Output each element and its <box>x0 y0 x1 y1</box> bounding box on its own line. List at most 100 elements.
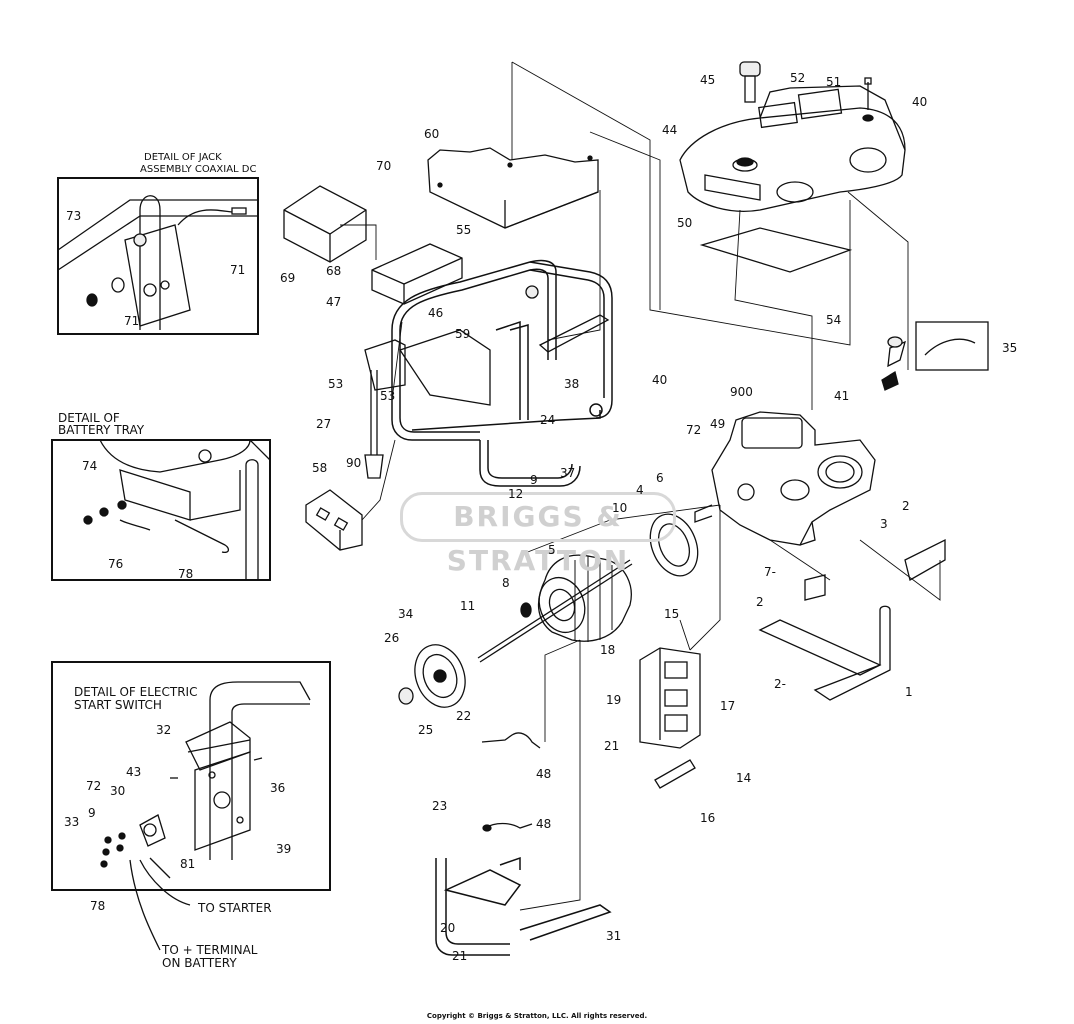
wheel-kit <box>435 856 612 956</box>
control-panel-plate <box>427 147 599 229</box>
battery-tray-detail-art <box>83 439 271 580</box>
fuel-tank <box>679 85 906 212</box>
part-label-25: 25 <box>418 723 434 737</box>
part-label-22: 22 <box>456 709 472 723</box>
part-label-18: 18 <box>600 643 616 657</box>
part-label-58: 58 <box>312 461 328 475</box>
part-label-26: 26 <box>384 631 400 645</box>
part-label-14: 14 <box>736 771 752 785</box>
part-label-78-battery: 78 <box>178 567 194 581</box>
part-label-2-a: 2 <box>902 499 910 513</box>
part-label-switch-30: 30 <box>110 784 126 798</box>
part-label-90: 90 <box>346 456 362 470</box>
watermark: BRIGGS & STRATTON <box>400 492 676 577</box>
part-label-48-a: 48 <box>536 767 552 781</box>
part-label-49: 49 <box>710 417 726 431</box>
washer <box>520 602 532 618</box>
frame <box>391 259 613 487</box>
part-label-37: 37 <box>560 466 576 480</box>
part-label-27: 27 <box>316 417 332 431</box>
jack-detail-art <box>57 195 258 330</box>
part-label-52: 52 <box>790 71 806 85</box>
bus-bar <box>364 370 384 479</box>
part-label-74: 74 <box>82 459 98 473</box>
part-label-switch-33: 33 <box>64 815 80 829</box>
part-label-3: 3 <box>880 517 888 531</box>
part-label-23: 23 <box>432 799 448 813</box>
terminal-note: TO + TERMINAL <box>162 943 258 957</box>
part-label-21-b: 21 <box>452 949 468 963</box>
part-label-20: 20 <box>440 921 456 935</box>
part-label-44: 44 <box>662 123 678 137</box>
battery-detail-title: DETAIL OF <box>58 411 120 425</box>
battery-tray-detail-box <box>51 439 271 581</box>
part-label-71-a: 71 <box>230 263 246 277</box>
fuel-tank-pad <box>699 227 853 273</box>
switch-detail-title: DETAIL OF ELECTRIC <box>74 685 198 699</box>
part-label-1: 1 <box>905 685 913 699</box>
part-label-5: 5 <box>548 543 556 557</box>
part-label-38: 38 <box>564 377 580 391</box>
part-label-72: 72 <box>686 423 702 437</box>
outlet-panel <box>305 489 363 551</box>
part-label-4: 4 <box>636 483 644 497</box>
part-label-9: 9 <box>530 473 538 487</box>
part-label-50: 50 <box>677 216 693 230</box>
part-label-2-b: 2 <box>756 595 764 609</box>
part-label-68: 68 <box>326 264 342 278</box>
part-label-24: 24 <box>540 413 556 427</box>
part-label-10: 10 <box>612 501 628 515</box>
muffler-bracket <box>654 759 696 789</box>
to-starter-note: TO STARTER <box>198 901 272 915</box>
part-label-31: 31 <box>606 929 622 943</box>
part-label-11: 11 <box>460 599 476 613</box>
part-label-40-top: 40 <box>912 95 928 109</box>
jack-detail-title: DETAIL OF JACK <box>144 152 222 163</box>
part-label-41: 41 <box>834 389 850 403</box>
part-label-47: 47 <box>326 295 342 309</box>
part-label-40-frame: 40 <box>652 373 668 387</box>
part-label-59: 59 <box>455 327 471 341</box>
part-label-55: 55 <box>456 223 472 237</box>
part-label-900: 900 <box>730 385 753 399</box>
part-label-17: 17 <box>720 699 736 713</box>
jack-detail-subtitle: ASSEMBLY COAXIAL DC <box>140 164 257 175</box>
part-label-switch-72: 72 <box>86 779 102 793</box>
part-label-6: 6 <box>656 471 664 485</box>
part-label-switch-78: 78 <box>90 899 106 913</box>
battery <box>283 185 367 263</box>
part-label-12: 12 <box>508 487 524 501</box>
end-cover <box>414 644 466 708</box>
tank-bolt <box>862 77 874 122</box>
muffler <box>639 647 701 749</box>
part-label-73: 73 <box>66 209 82 223</box>
battery-detail-subtitle: BATTERY TRAY <box>58 423 145 437</box>
part-label-15: 15 <box>664 607 680 621</box>
part-label-21-a: 21 <box>604 739 620 753</box>
part-label-19: 19 <box>606 693 622 707</box>
part-label-69: 69 <box>280 271 296 285</box>
switch-detail-subtitle: START SWITCH <box>74 698 162 712</box>
part-label-34: 34 <box>398 607 414 621</box>
part-label-16: 16 <box>700 811 716 825</box>
fuel-cap <box>739 61 761 103</box>
fuel-line-detail-box <box>915 321 989 371</box>
part-label-switch-32: 32 <box>156 723 172 737</box>
part-label-switch-39: 39 <box>276 842 292 856</box>
part-label-switch-81: 81 <box>180 857 196 871</box>
part-label-35: 35 <box>1002 341 1018 355</box>
jack-detail-box <box>57 177 259 335</box>
part-label-switch-36: 36 <box>270 781 286 795</box>
engine <box>694 411 876 546</box>
terminal-note-2: ON BATTERY <box>162 956 237 970</box>
wire-harness <box>481 732 541 832</box>
part-label-76: 76 <box>108 557 124 571</box>
through-bolt <box>477 559 633 663</box>
isolator-bracket <box>804 538 946 601</box>
part-label-48-b: 48 <box>536 817 552 831</box>
part-label-8: 8 <box>502 576 510 590</box>
part-label-70: 70 <box>376 159 392 173</box>
part-label-54: 54 <box>826 313 842 327</box>
start-switch-detail-box <box>51 661 331 891</box>
